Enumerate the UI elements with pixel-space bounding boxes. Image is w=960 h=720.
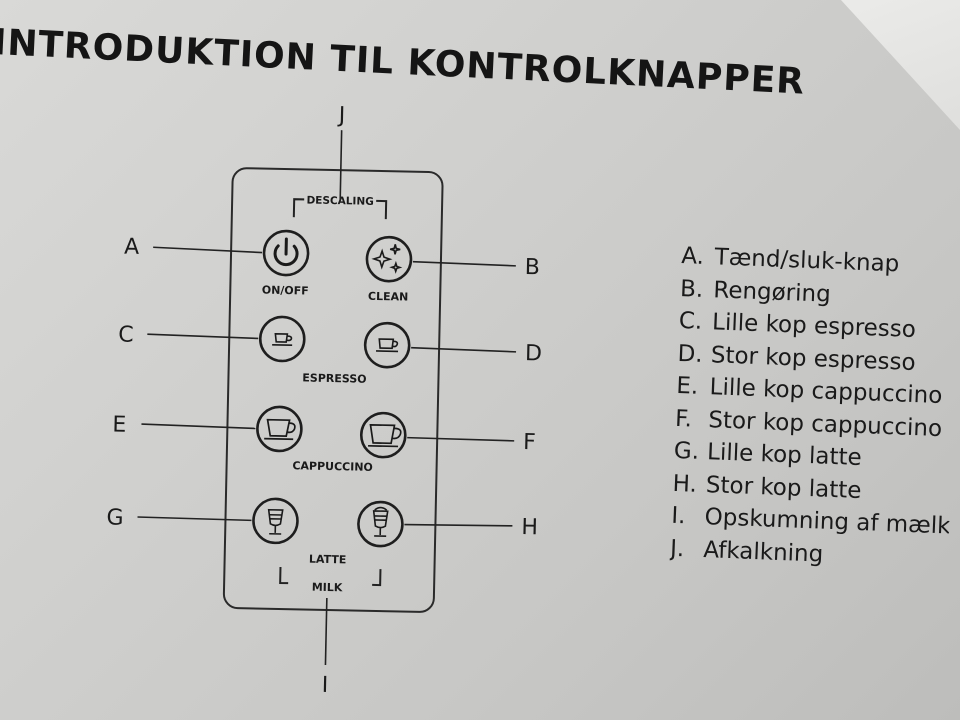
large-espresso-cup-icon — [376, 338, 399, 353]
clean-label: CLEAN — [368, 290, 409, 304]
callout-letter-b: B — [525, 255, 541, 280]
callout-letter-e: E — [112, 412, 126, 437]
small-latte-button[interactable] — [252, 497, 299, 545]
callout-line-c — [147, 333, 259, 340]
large-cappuccino-button[interactable] — [359, 411, 407, 459]
power-icon — [273, 237, 299, 267]
callout-letter-a: A — [124, 235, 140, 260]
callout-line-d — [411, 346, 517, 353]
large-espresso-button[interactable] — [363, 321, 411, 369]
cappuccino-label: CAPPUCCINO — [292, 459, 373, 474]
milk-label: MILK — [312, 581, 343, 595]
power-button[interactable] — [262, 229, 310, 277]
sparkle-icon — [371, 244, 403, 274]
milk-bracket-right — [372, 569, 382, 587]
callout-line-a — [153, 246, 263, 254]
large-latte-glass-icon — [372, 506, 389, 538]
small-espresso-cup-icon — [272, 333, 293, 346]
callout-line-f — [407, 436, 515, 442]
callout-line-b — [412, 260, 516, 267]
callout-letter-f: F — [523, 430, 536, 455]
legend: A. Tænd/sluk-knap B. Rengøring C. Lille … — [669, 240, 960, 590]
clean-button[interactable] — [365, 235, 413, 283]
large-latte-button[interactable] — [357, 500, 404, 548]
callout-letter-g: G — [106, 505, 124, 530]
small-espresso-button[interactable] — [258, 315, 306, 363]
callout-line-h — [404, 523, 513, 527]
descaling-label: DESCALING — [306, 194, 374, 207]
large-cappuccino-cup-icon — [368, 423, 402, 448]
espresso-label: ESPRESSO — [302, 371, 366, 385]
latte-label: LATTE — [309, 553, 347, 567]
callout-letter-c: C — [118, 323, 134, 348]
milk-bracket-left — [279, 566, 289, 585]
callout-letter-j: J — [336, 103, 345, 128]
small-latte-glass-icon — [267, 508, 284, 535]
small-cappuccino-button[interactable] — [256, 405, 303, 453]
callout-line-j — [339, 130, 343, 201]
callout-line-g — [137, 516, 252, 522]
on-off-label: ON/OFF — [262, 284, 309, 298]
small-cappuccino-cup-icon — [264, 418, 296, 441]
callout-letter-i: I — [322, 673, 329, 698]
callout-line-e — [141, 423, 256, 430]
callout-letter-h: H — [521, 515, 538, 540]
callout-letter-d: D — [525, 341, 542, 366]
callout-line-i — [324, 597, 328, 665]
control-panel-outline — [222, 167, 444, 613]
